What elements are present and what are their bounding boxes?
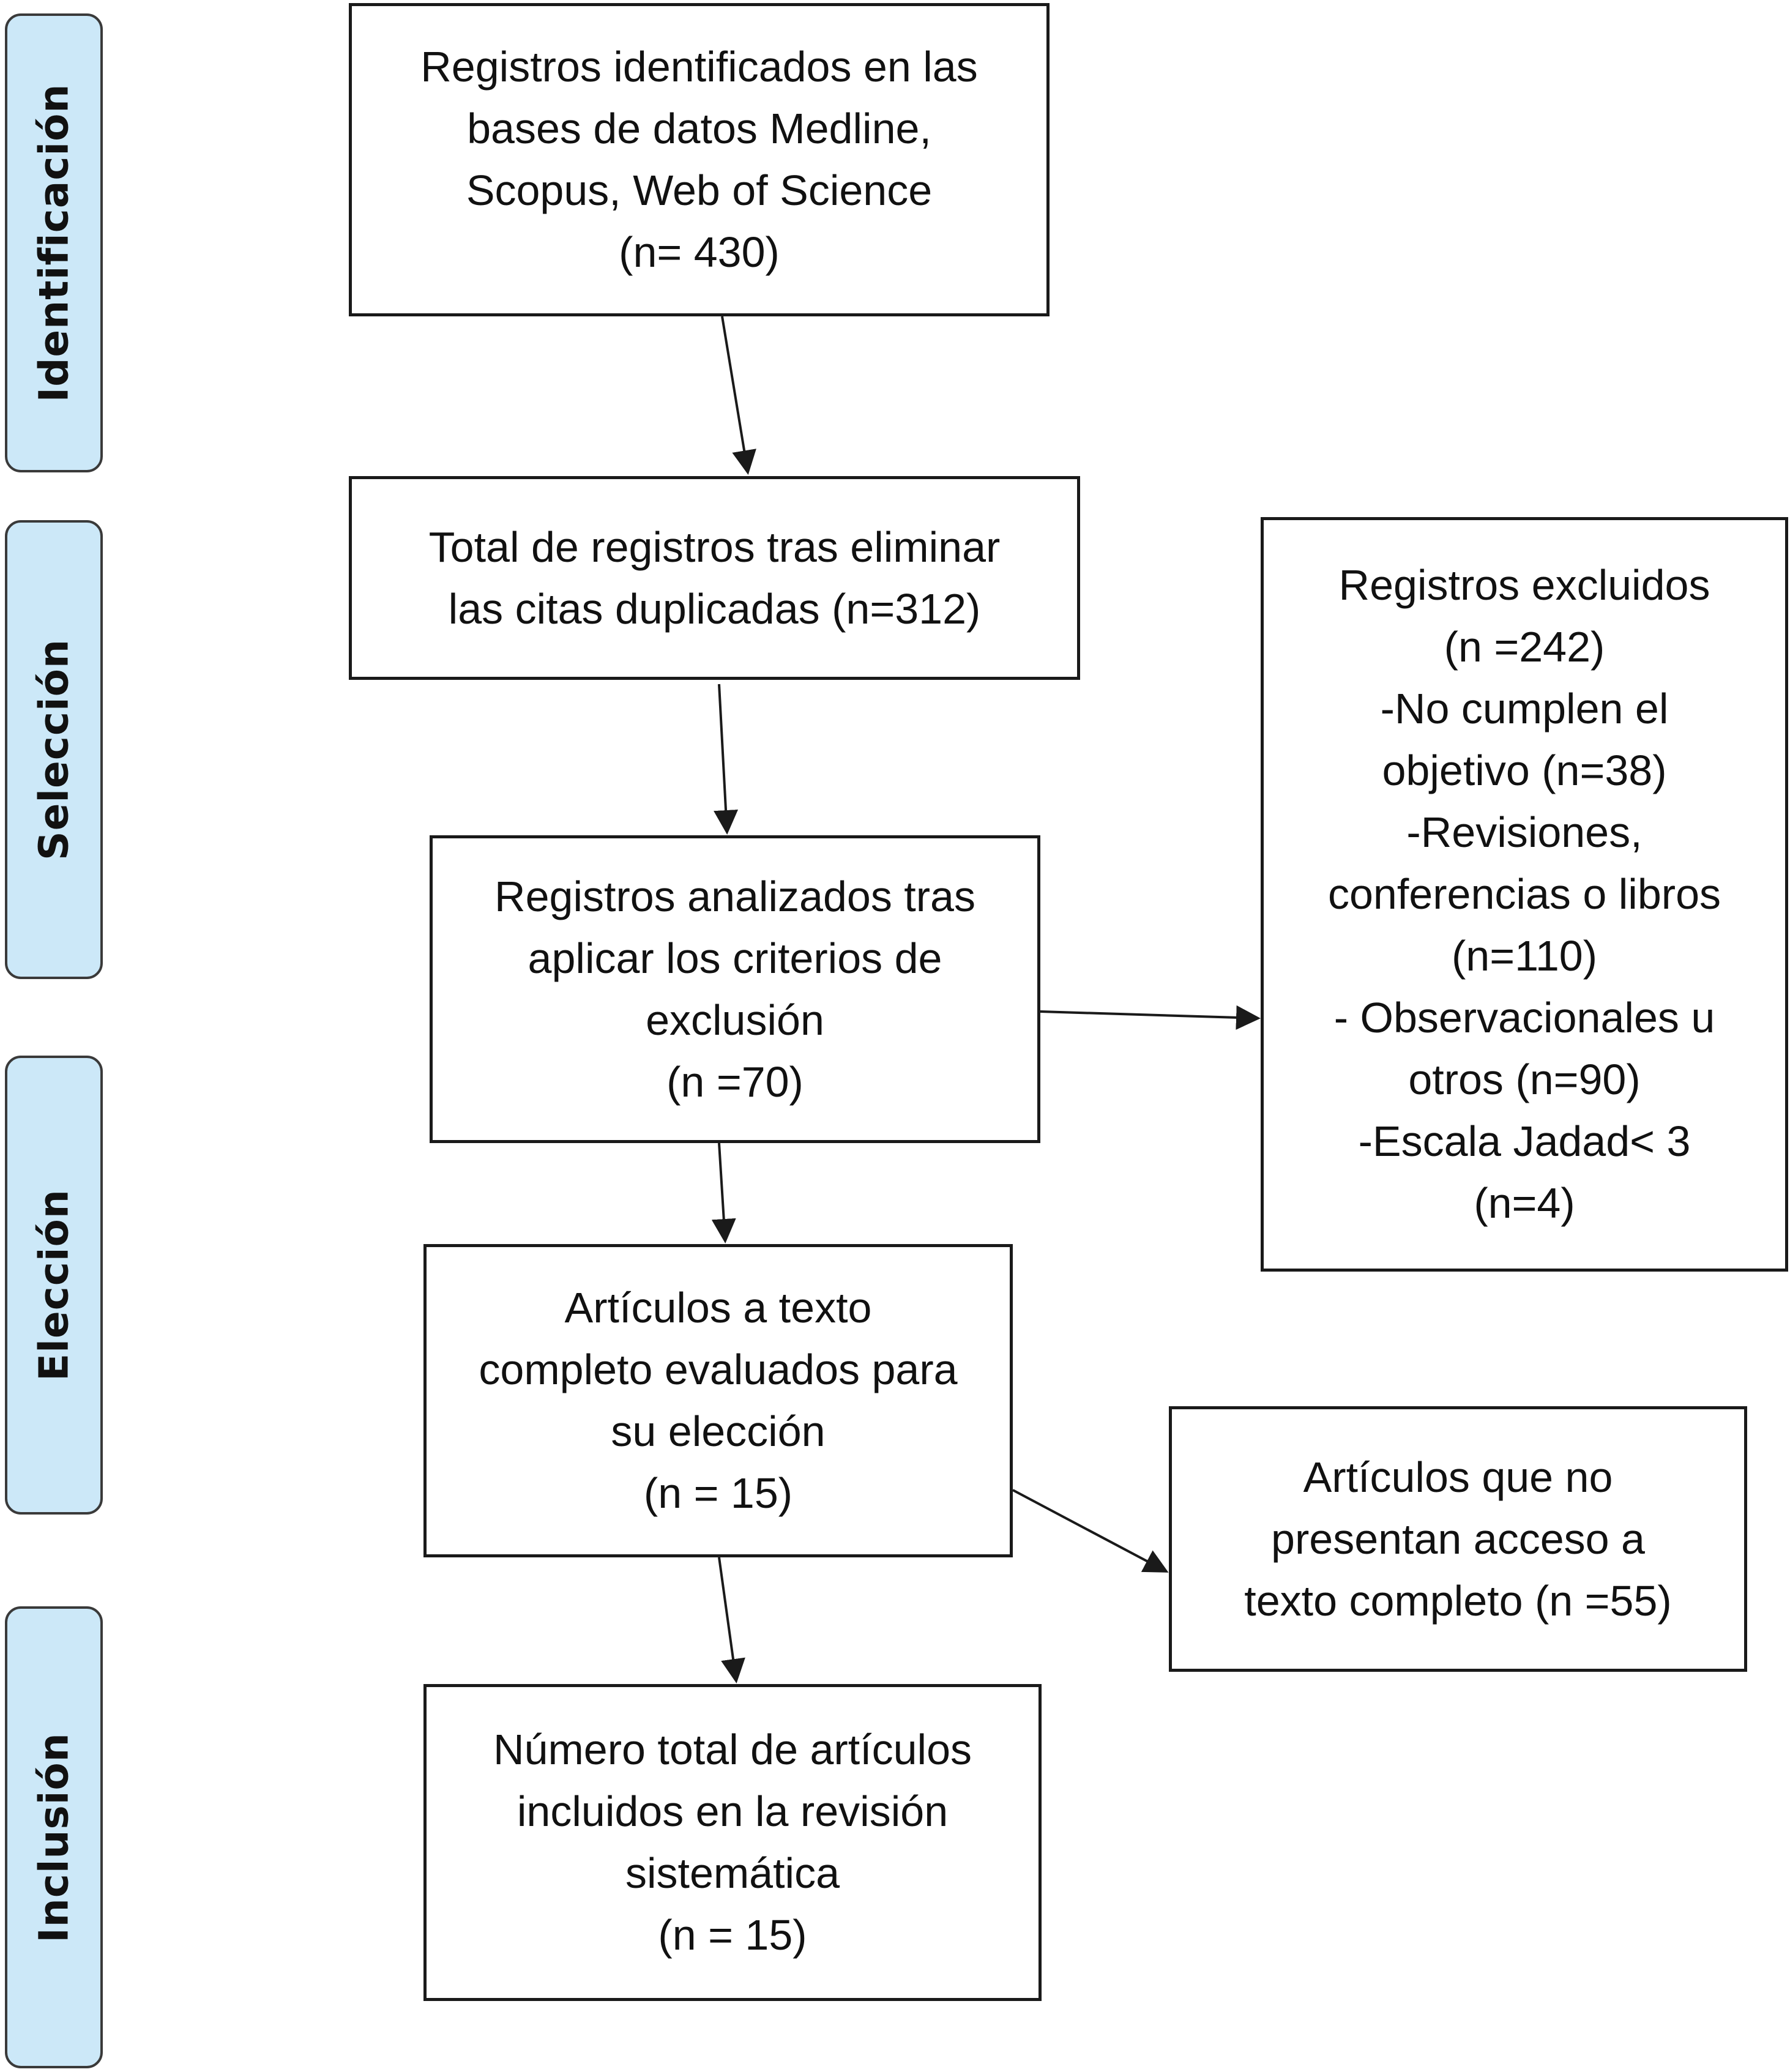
arrow-identified-to-deduplicated	[721, 316, 756, 475]
box-text-line: Registros excluidos	[1338, 561, 1710, 609]
arrow-fulltext-to-included	[718, 1557, 745, 1683]
box-text-line: conferencias o libros	[1328, 870, 1721, 918]
box-text-line: (n = 15)	[643, 1469, 793, 1517]
box-text-line: Registros analizados tras	[494, 872, 975, 920]
box-text-line: (n = 15)	[658, 1911, 807, 1959]
box-text-line: (n =70)	[666, 1057, 804, 1106]
box-text-line: -Escala Jadad< 3	[1358, 1117, 1691, 1165]
box-text-line: completo evaluados para	[479, 1346, 958, 1393]
box-text-line: Scopus, Web of Science	[466, 166, 933, 214]
box-text-line: sistemática	[625, 1849, 840, 1897]
box-text-line: Artículos a texto	[564, 1284, 872, 1332]
phase-inclusion-label: Inclusión	[30, 1732, 78, 1943]
phase-identificacion-label: Identificación	[30, 83, 78, 403]
no-fulltext-access-box: Artículos que no presentan acceso a text…	[1169, 1406, 1747, 1672]
box-text-line: (n=4)	[1474, 1179, 1575, 1227]
phase-seleccion-label: Selección	[30, 639, 78, 860]
arrow-analyzed-to-excluded	[1040, 1005, 1261, 1030]
box-text-line: bases de datos Medline,	[467, 105, 931, 152]
arrow-fulltext-to-no-access	[1012, 1489, 1169, 1573]
phase-eleccion-label: Elección	[30, 1189, 78, 1381]
box-text-line: presentan acceso a	[1271, 1515, 1645, 1563]
box-text-line: -Revisiones,	[1406, 808, 1643, 856]
analyzed-records-box: Registros analizados tras aplicar los cr…	[430, 835, 1040, 1143]
arrow-analyzed-to-fulltext	[711, 1142, 736, 1243]
box-text-line: Registros identificados en las	[420, 43, 978, 91]
box-text-line: Total de registros tras eliminar	[428, 523, 1001, 571]
box-text-line: Número total de artículos	[493, 1726, 972, 1773]
phase-seleccion: Selección	[5, 520, 103, 979]
box-text-line: exclusión	[646, 996, 824, 1044]
box-text-line: - Observacionales u	[1333, 994, 1715, 1042]
box-text-line: aplicar los criterios de	[528, 934, 942, 982]
box-text-line: (n=110)	[1451, 932, 1598, 980]
box-text-line: incluidos en la revisión	[516, 1787, 949, 1835]
box-text-line: (n= 430)	[619, 228, 780, 276]
deduplicated-records-box: Total de registros tras eliminar las cit…	[349, 476, 1080, 680]
fulltext-assessed-box: Artículos a texto completo evaluados par…	[423, 1244, 1013, 1557]
phase-inclusion: Inclusión	[5, 1606, 103, 2068]
box-text-line: -No cumplen el	[1380, 685, 1669, 732]
box-text-line: Artículos que no	[1303, 1453, 1613, 1501]
included-articles-box: Número total de artículos incluidos en l…	[423, 1684, 1042, 2001]
box-text-line: texto completo (n =55)	[1244, 1576, 1672, 1625]
box-text-line: (n =242)	[1444, 623, 1605, 671]
box-text-line: otros (n=90)	[1408, 1056, 1641, 1103]
excluded-records-box: Registros excluidos (n =242) -No cumplen…	[1261, 517, 1788, 1272]
box-text-line: su elección	[611, 1407, 826, 1455]
phase-eleccion: Elección	[5, 1056, 103, 1515]
arrow-deduplicated-to-analyzed	[714, 684, 739, 835]
box-text-line: las citas duplicadas (n=312)	[448, 584, 981, 633]
box-text-line: objetivo (n=38)	[1382, 747, 1667, 794]
phase-identificacion: Identificación	[5, 13, 103, 472]
identified-records-box: Registros identificados en las bases de …	[349, 3, 1050, 316]
